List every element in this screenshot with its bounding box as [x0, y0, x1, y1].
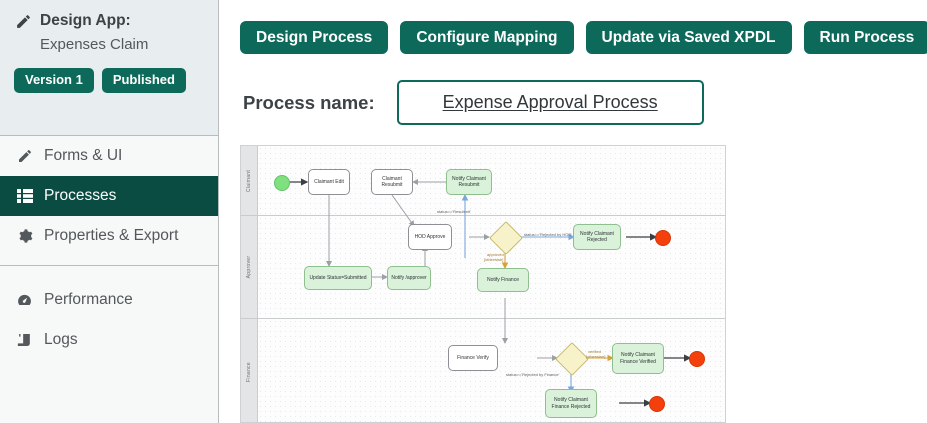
sidebar-item-label: Logs: [44, 331, 78, 348]
run-process-button[interactable]: Run Process: [803, 21, 927, 54]
edit-icon: [15, 147, 34, 166]
edge-label-rejected-finance: status=='Rejected by Finance': [506, 372, 560, 377]
sidebar-item-performance[interactable]: Performance: [0, 280, 218, 320]
app-title-row: Design App:: [14, 12, 204, 31]
configure-mapping-button[interactable]: Configure Mapping: [400, 21, 574, 54]
node-update-status[interactable]: Update Status=Submitted: [304, 266, 372, 290]
sidebar-item-properties-export[interactable]: Properties & Export: [0, 216, 218, 256]
node-notify-approver[interactable]: Notify /approver: [387, 266, 431, 290]
process-name-row: Process name: Expense Approval Process: [243, 80, 704, 125]
sidebar-divider: [0, 256, 218, 266]
edge-label-verified-otherwise: [otherwise]: [586, 354, 606, 359]
published-badge: Published: [101, 68, 186, 93]
diagram-connectors: [289, 178, 692, 407]
node-notify-finance[interactable]: Notify Finance: [477, 268, 529, 292]
sidebar-item-label: Performance: [44, 291, 133, 308]
badge-row: Version 1 Published: [14, 68, 204, 93]
version-badge: Version 1: [14, 68, 94, 93]
main-content: Design Process Configure Mapping Update …: [219, 0, 927, 423]
node-end-verified[interactable]: [689, 351, 705, 367]
edge-label-rejected-hod: status=='Rejected by HOD': [524, 232, 572, 237]
node-finance-verify[interactable]: Finance Verify: [448, 345, 498, 371]
node-notify-finance-rejected[interactable]: Notify Claimant Finance Rejected: [545, 389, 597, 418]
sidebar-item-label: Forms & UI: [44, 147, 123, 164]
sidebar-item-processes[interactable]: Processes: [0, 176, 218, 216]
update-via-saved-xpdl-button[interactable]: Update via Saved XPDL: [585, 21, 792, 54]
node-end-finance-rejected[interactable]: [649, 396, 665, 412]
gear-icon: [15, 227, 34, 246]
design-process-button[interactable]: Design Process: [240, 21, 389, 54]
process-name-label: Process name:: [243, 91, 375, 113]
swimlane-header-finance: Finance: [241, 319, 258, 422]
sidebar-item-label: Properties & Export: [44, 227, 179, 244]
process-name-input[interactable]: Expense Approval Process: [396, 80, 704, 125]
process-diagram-canvas[interactable]: Claimant Approver Finance: [240, 145, 726, 423]
edge-label-approved: approved: [487, 252, 504, 257]
sidebar-spacer: [0, 266, 218, 280]
swimlane-header-approver: Approver: [241, 216, 258, 318]
edge-label-verified: verified: [588, 349, 601, 354]
app-header: Design App: Expenses Claim Version 1 Pub…: [0, 0, 218, 136]
gauge-icon: [15, 291, 34, 310]
sidebar-item-forms-ui[interactable]: Forms & UI: [0, 136, 218, 176]
edge-label-resubmit: status=='Resubmit': [437, 209, 471, 214]
sidebar-item-logs[interactable]: Logs: [0, 320, 218, 360]
sidebar-nav-secondary: Performance Logs: [0, 280, 218, 360]
node-start[interactable]: [274, 175, 290, 191]
process-name-value: Expense Approval Process: [442, 92, 658, 112]
node-notify-claimant-rejected[interactable]: Notify Claimant Rejected: [573, 224, 621, 250]
node-claimant-resubmit[interactable]: Claimant Resubmit: [371, 169, 413, 195]
toolbar: Design Process Configure Mapping Update …: [240, 21, 927, 54]
sidebar-item-label: Processes: [44, 187, 117, 204]
node-hod-approve[interactable]: HOD Approve: [408, 224, 452, 250]
edit-icon: [14, 12, 33, 31]
swimlane-header-claimant: Claimant: [241, 146, 258, 215]
node-notify-finance-verified[interactable]: Notify Claimant Finance Verified: [612, 343, 664, 374]
node-end-rejected[interactable]: [655, 230, 671, 246]
sidebar-nav-primary: Forms & UI Processes Properties & Export: [0, 136, 218, 256]
sidebar: Design App: Expenses Claim Version 1 Pub…: [0, 0, 219, 423]
list-icon: [15, 187, 34, 206]
app-name: Expenses Claim: [40, 36, 149, 53]
edge-label-approved-otherwise: [otherwise]: [484, 257, 504, 262]
app-title: Design App:: [40, 12, 131, 29]
logs-icon: [15, 331, 34, 350]
node-claimant-edit[interactable]: Claimant Edit: [308, 169, 350, 195]
node-notify-claimant-resubmit[interactable]: Notify Claimant Resubmit: [446, 169, 492, 195]
